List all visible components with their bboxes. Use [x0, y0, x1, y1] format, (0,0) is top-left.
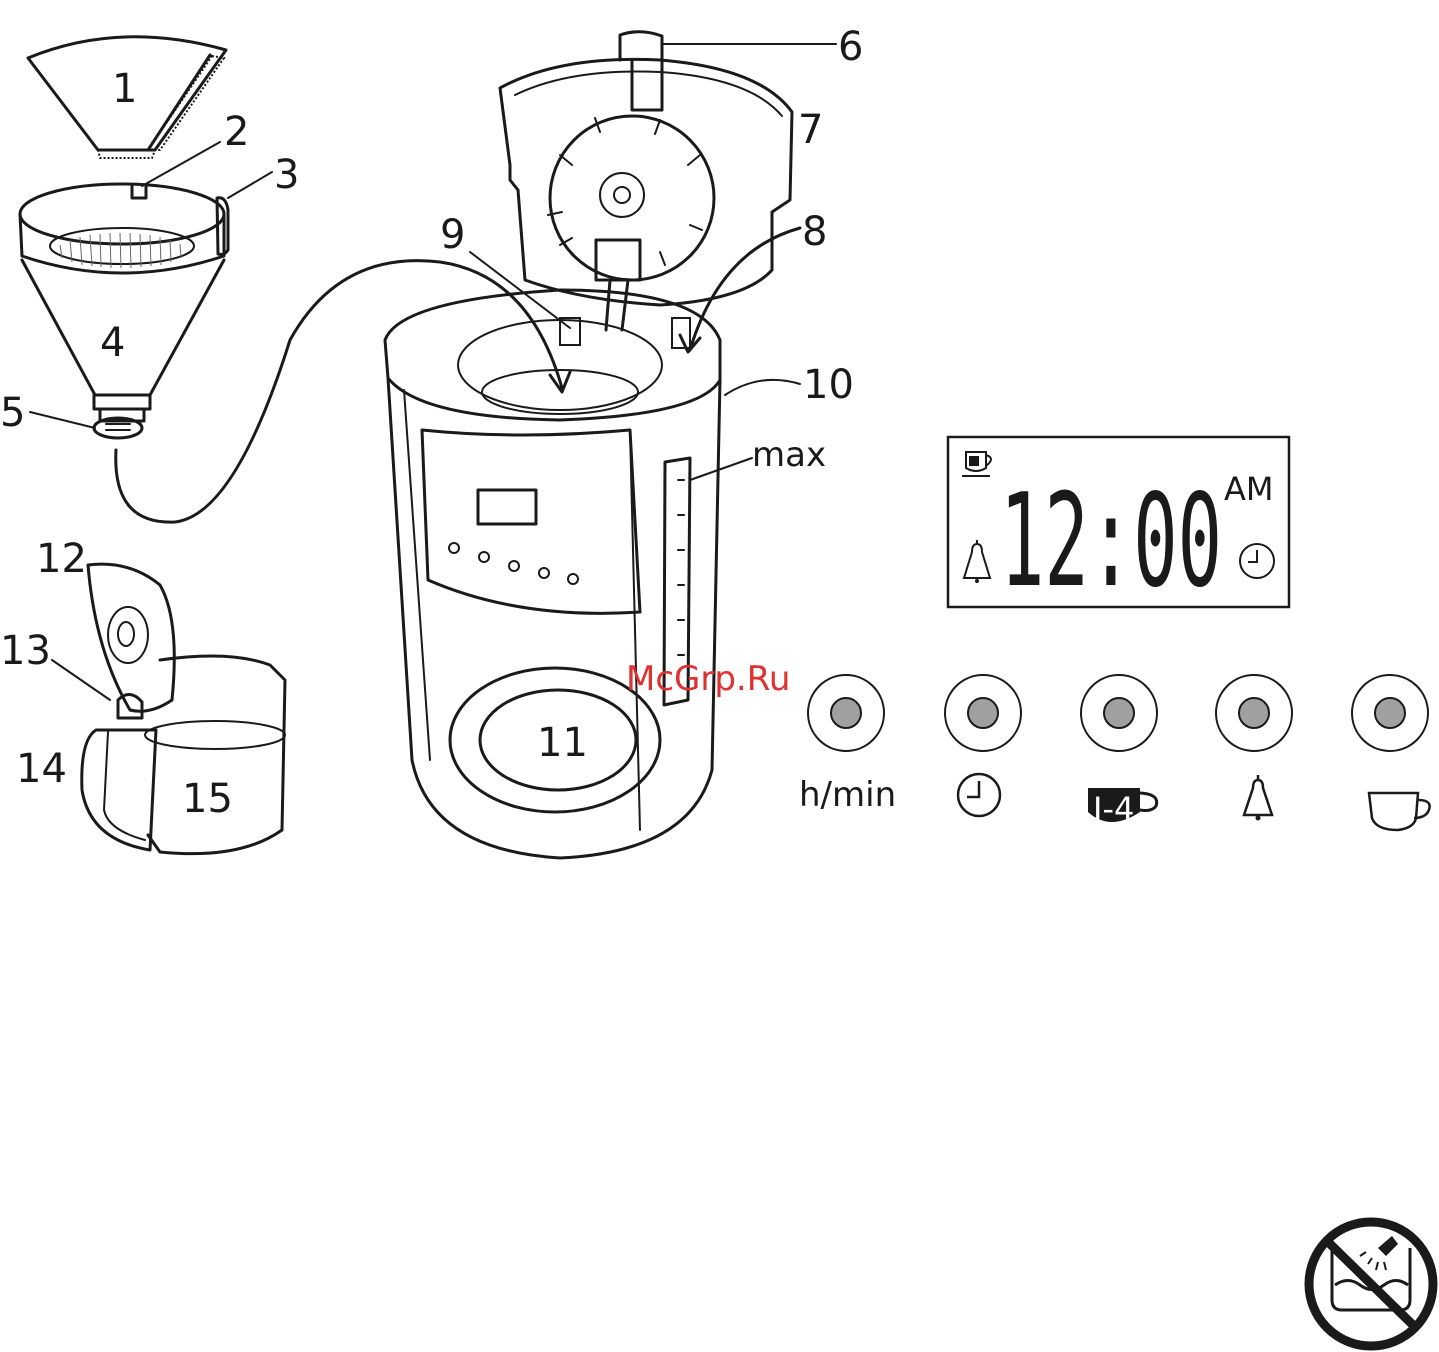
callout-6: 6	[838, 24, 863, 70]
lcd-display: 12:00 AM	[948, 437, 1289, 616]
callout-1: 1	[112, 66, 137, 112]
callout-11: 11	[537, 720, 588, 766]
callout-14: 14	[16, 746, 67, 792]
coffee-maker-body	[385, 32, 792, 858]
timer-button[interactable]	[945, 675, 1021, 751]
filter-holder	[20, 184, 228, 438]
callout-4: 4	[100, 320, 125, 366]
clock-icon	[958, 774, 1000, 816]
small-batch-label: I-4	[1093, 790, 1134, 828]
lcd-ampm: AM	[1224, 470, 1274, 508]
no-immersion-icon	[1309, 1222, 1433, 1346]
lcd-time: 12:00	[1000, 467, 1222, 616]
max-level-label: max	[752, 435, 826, 475]
callout-9: 9	[440, 212, 465, 258]
hour-minute-button[interactable]	[808, 675, 884, 751]
callout-12: 12	[36, 536, 87, 582]
cup-icon	[1369, 793, 1430, 830]
callout-5: 5	[0, 390, 25, 436]
hour-minute-label: h/min	[799, 775, 896, 815]
callout-10: 10	[803, 362, 854, 408]
control-panel: h/min I-4	[799, 675, 1430, 830]
callout-8: 8	[802, 209, 827, 255]
brew-button[interactable]	[1352, 675, 1428, 751]
callout-2: 2	[224, 109, 249, 155]
callout-3: 3	[274, 152, 299, 198]
alarm-button[interactable]	[1216, 675, 1292, 751]
watermark-text: McGrp.Ru	[626, 659, 790, 699]
callout-7: 7	[798, 107, 823, 153]
small-batch-cup-icon: I-4	[1088, 788, 1157, 828]
small-batch-button[interactable]	[1081, 675, 1157, 751]
callout-13: 13	[0, 628, 51, 674]
bell-icon	[1244, 775, 1272, 821]
connector-arrow-path	[116, 261, 562, 523]
callout-15: 15	[182, 776, 233, 822]
